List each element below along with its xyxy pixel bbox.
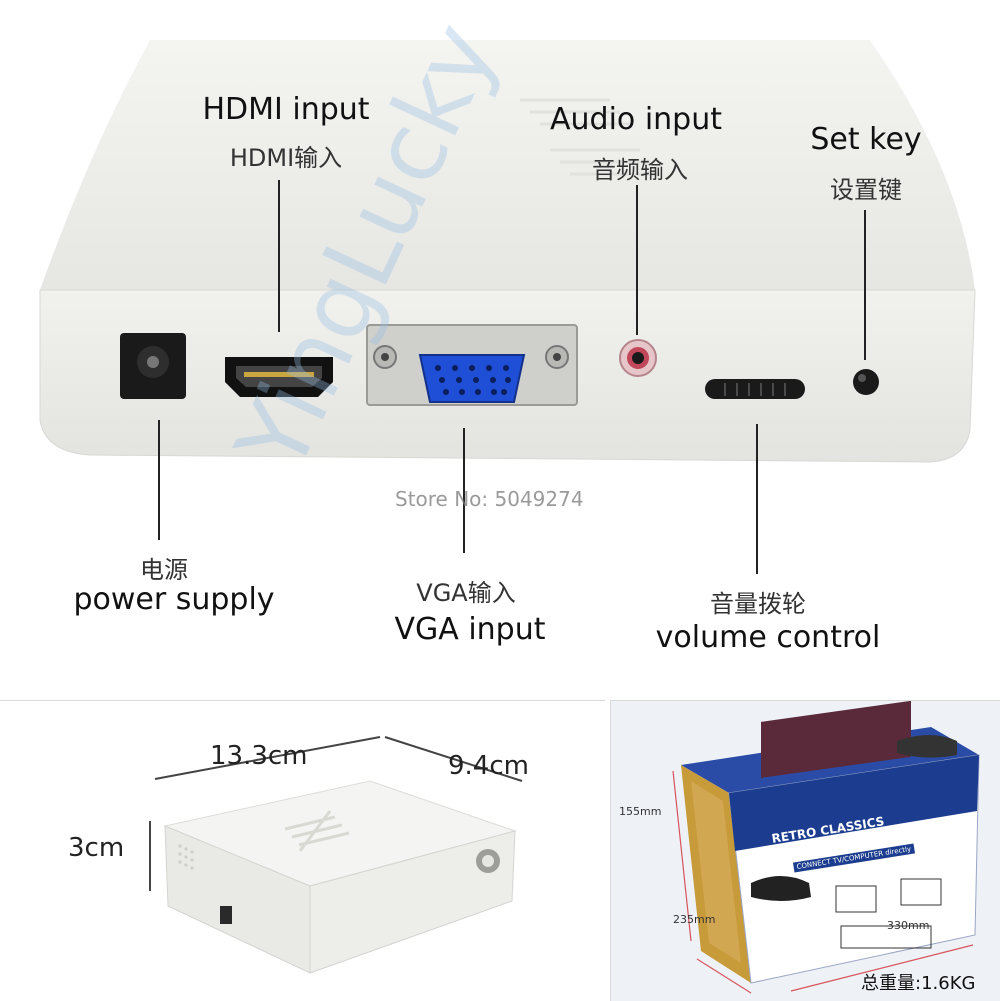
set-key-button xyxy=(853,369,879,395)
box-height-label: 155mm xyxy=(619,805,662,818)
audio-leader-line xyxy=(636,185,638,335)
setkey-label-zh: 设置键 xyxy=(830,176,902,204)
volume-label-zh: 音量拨轮 xyxy=(710,590,806,618)
setkey-leader-line xyxy=(864,210,866,360)
hdmi-label-zh: HDMI输入 xyxy=(229,144,343,172)
hdmi-port xyxy=(225,357,333,397)
hdmi-leader-line xyxy=(278,180,280,332)
vga-label-en: VGA input xyxy=(394,612,546,647)
setkey-label-en: Set key xyxy=(810,122,922,157)
length-dimension-label: 13.3cm xyxy=(210,741,308,771)
dimensions-panel: 13.3cm 9.4cm 3cm xyxy=(0,700,605,1001)
vga-label-zh: VGA输入 xyxy=(416,579,516,607)
audio-label-zh: 音频输入 xyxy=(592,156,688,184)
volume-leader-line xyxy=(756,424,758,574)
vga-leader-line xyxy=(463,428,465,553)
height-dimension-label: 3cm xyxy=(68,833,125,863)
power-jack xyxy=(120,333,186,399)
power-label-en: power supply xyxy=(73,582,275,617)
power-label-zh: 电源 xyxy=(140,556,188,584)
audio-label-en: Audio input xyxy=(550,102,722,137)
audio-jack xyxy=(619,339,657,377)
volume-wheel xyxy=(705,379,805,399)
device-rear-photo: HDMI input HDMI输入 Audio input 音频输入 Set k… xyxy=(39,7,976,655)
hdmi-label-en: HDMI input xyxy=(202,92,370,127)
device-top-surface xyxy=(40,40,975,290)
volume-label-en: volume control xyxy=(655,620,881,655)
device-3d-view xyxy=(163,780,517,974)
power-leader-line xyxy=(158,420,160,540)
retail-box-panel: 155mm 235mm 330mm RETRO CLASSICS CONNECT… xyxy=(610,700,1000,1001)
box-depth-label: 235mm xyxy=(673,913,716,926)
width-dimension-label: 9.4cm xyxy=(448,751,529,781)
total-weight-label: 总重量:1.6KG xyxy=(861,973,976,994)
box-length-label: 330mm xyxy=(887,919,930,932)
vga-port xyxy=(366,324,578,406)
store-watermark: Store No: 5049274 xyxy=(395,487,584,511)
